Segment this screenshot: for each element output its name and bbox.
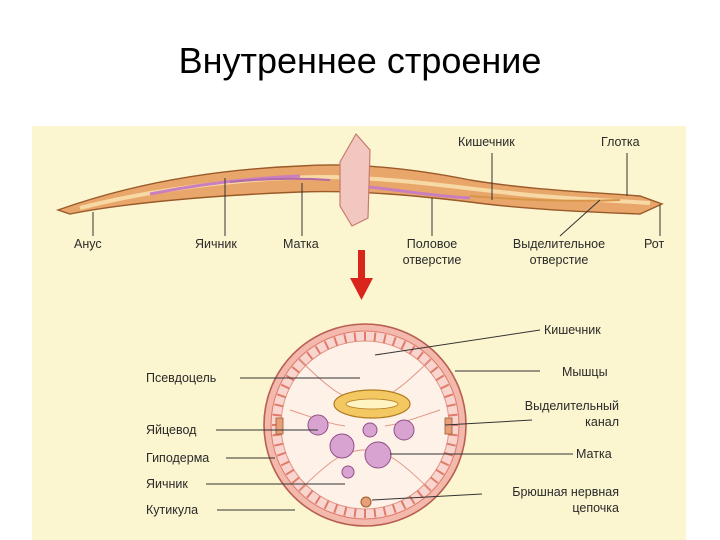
muscle-fiber bbox=[440, 460, 450, 467]
label-glotka: Глотка bbox=[601, 135, 640, 149]
label-myshtsy: Мышцы bbox=[562, 365, 608, 379]
label-polovoe-line2: отверстие bbox=[402, 253, 462, 267]
muscle-fiber bbox=[333, 503, 339, 514]
label-psevdotsel: Псевдоцель bbox=[146, 371, 217, 385]
muscle-fiber bbox=[448, 413, 458, 417]
muscle-fiber bbox=[274, 403, 284, 408]
slide-title: Внутреннее строение bbox=[178, 40, 542, 81]
label-yaichnik-cross: Яичник bbox=[146, 477, 188, 491]
label-yaichnik-top: Яичник bbox=[195, 237, 237, 251]
muscle-fiber bbox=[440, 383, 450, 390]
muscle-fiber bbox=[314, 345, 322, 355]
leader-lines-top bbox=[92, 153, 661, 237]
muscle-fiber bbox=[291, 476, 300, 484]
muscle-fiber bbox=[280, 460, 290, 467]
label-kutikula: Кутикула bbox=[146, 503, 199, 517]
muscle-fiber bbox=[306, 490, 314, 499]
muscle-fiber bbox=[280, 383, 290, 390]
muscle-fiber bbox=[291, 366, 300, 374]
muscle-fiber bbox=[306, 351, 314, 360]
muscle-fiber bbox=[323, 500, 330, 510]
section-plane bbox=[339, 132, 371, 227]
muscle-fiber bbox=[408, 345, 416, 355]
muscle-fiber bbox=[276, 393, 287, 399]
muscle-fiber bbox=[373, 508, 377, 518]
leader-lines-bottom bbox=[206, 329, 573, 511]
muscle-fiber bbox=[391, 503, 397, 514]
label-anus: Анус bbox=[74, 237, 102, 251]
muscle-fiber bbox=[430, 476, 439, 484]
muscle-fiber bbox=[343, 334, 348, 344]
muscle-fiber bbox=[272, 433, 282, 437]
muscle-fiber bbox=[333, 336, 339, 347]
muscle-fiber bbox=[323, 340, 330, 350]
muscle-fiber bbox=[314, 495, 322, 505]
label-matka-top: Матка bbox=[283, 237, 319, 251]
muscle-fiber bbox=[443, 393, 454, 399]
label-polovoe-otverstie: Половое отверстие bbox=[392, 236, 472, 268]
muscle-fiber bbox=[435, 468, 445, 476]
muscle-fiber bbox=[343, 506, 348, 516]
muscle-fiber bbox=[400, 340, 407, 350]
label-gipoderma: Гиподерма bbox=[146, 451, 210, 465]
muscle-fiber bbox=[408, 495, 416, 505]
label-bryushnaya-nervnaya-tsepochka: Брюшная нервная цепочка bbox=[478, 484, 619, 516]
muscle-fiber bbox=[430, 366, 439, 374]
muscle-fiber bbox=[382, 334, 387, 344]
muscle-fiber bbox=[446, 403, 456, 408]
label-kishechnik-cross: Кишечник bbox=[544, 323, 601, 337]
label-vydelitelnyi-kanal: Выделительный канал bbox=[493, 398, 619, 430]
muscle-fiber bbox=[446, 442, 456, 447]
label-rot: Рот bbox=[644, 237, 665, 251]
muscle-fiber bbox=[391, 336, 397, 347]
muscle-fiber bbox=[448, 433, 458, 437]
muscle-fiber bbox=[276, 451, 287, 457]
label-yaitsevod: Яйцевод bbox=[146, 423, 197, 437]
muscle-fiber bbox=[400, 500, 407, 510]
down-arrow-icon bbox=[350, 250, 373, 300]
muscle-fiber bbox=[382, 506, 387, 516]
muscle-fiber bbox=[373, 332, 377, 342]
muscle-fiber bbox=[416, 351, 424, 360]
muscle-fiber bbox=[435, 374, 445, 382]
label-vydelit-line2: отверстие bbox=[529, 253, 589, 267]
muscle-fiber bbox=[272, 413, 282, 417]
label-polovoe-line1: Половое bbox=[406, 237, 458, 251]
muscle-fiber bbox=[353, 508, 357, 518]
muscle-fiber bbox=[285, 468, 295, 476]
label-vydelitelnoe-otverstie: Выделительное отверстие bbox=[497, 236, 621, 268]
label-vydel-kanal-line1: Выделительный bbox=[524, 399, 619, 413]
muscle-fiber bbox=[353, 332, 357, 342]
cross-section-figure bbox=[263, 323, 467, 527]
label-brush-line1: Брюшная нервная bbox=[512, 485, 619, 499]
label-vydel-kanal-line2: канал bbox=[585, 415, 619, 429]
label-kishechnik-top: Кишечник bbox=[458, 135, 515, 149]
label-brush-line2: цепочка bbox=[572, 501, 619, 515]
muscle-fiber bbox=[416, 490, 424, 499]
muscle-fiber bbox=[274, 442, 284, 447]
label-vydelit-line1: Выделительное bbox=[512, 237, 606, 251]
label-matka-cross: Матка bbox=[576, 447, 612, 461]
